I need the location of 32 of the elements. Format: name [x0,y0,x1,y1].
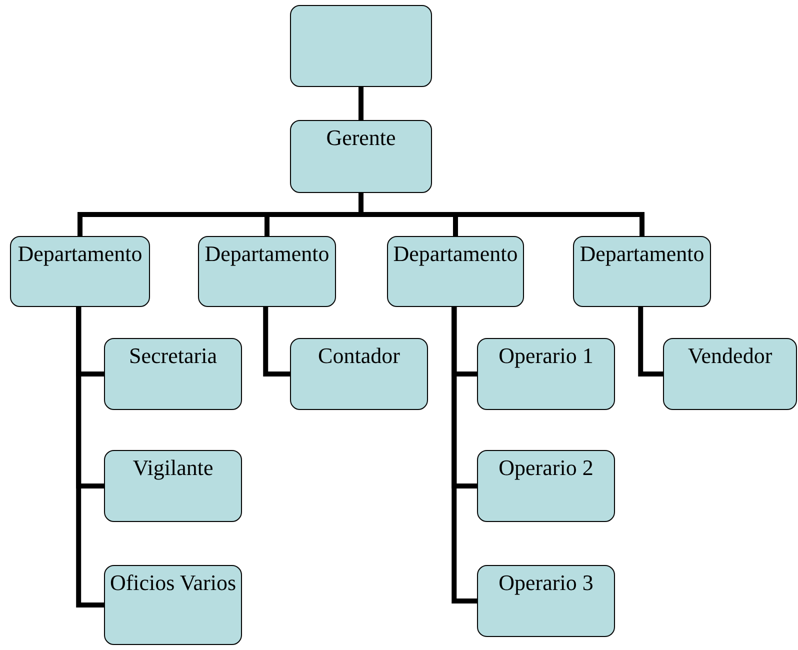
box-label: Departamento [578,241,706,268]
org-box [290,5,432,87]
box-label: Operario 1 [498,343,594,370]
position-box [104,338,242,410]
box-label: Oficios Varios [108,570,238,596]
position-box [104,450,242,522]
box-label: Departamento [392,241,519,268]
position-box [477,338,615,410]
connector-line [263,307,290,376]
box-label: Vendedor [686,343,774,370]
position-box [104,565,242,645]
position-box [477,565,615,637]
box-label: Departamento [16,241,144,268]
connector-line [452,307,477,604]
position-box [290,338,428,410]
connector-line [638,307,663,376]
department-box [387,236,524,307]
department-box [290,120,432,193]
department-box [198,236,336,307]
box-label: Operario 2 [498,455,594,482]
connector-line [76,307,104,608]
box-label: Operario 3 [498,570,594,596]
box-label: Gerente [325,125,397,152]
department-box [10,236,150,307]
position-box [663,338,797,410]
box-label: Contador [317,343,401,370]
position-box [477,450,615,522]
box-label: Vigilante [132,455,214,482]
box-label: Departamento [204,241,330,268]
department-box [573,236,711,307]
box-label: Secretaria [128,343,218,370]
connector-line [358,87,364,120]
